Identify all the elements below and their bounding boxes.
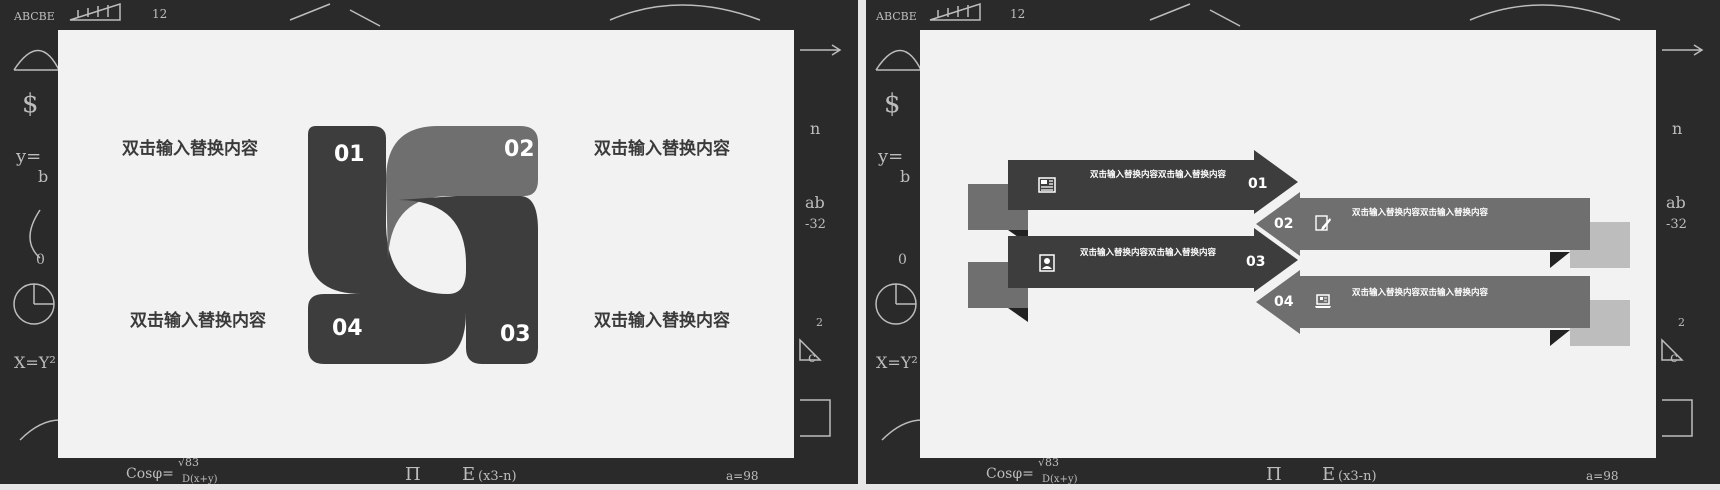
- svg-text:a=98: a=98: [726, 469, 758, 483]
- svg-text:-32: -32: [805, 217, 826, 232]
- slide-2[interactable]: ABCBE 12 $ y= b X=Y² Cosφ= √83 D(x+y) Π …: [866, 0, 1720, 484]
- number-03: 03: [500, 322, 531, 347]
- svg-text:ab: ab: [805, 193, 825, 212]
- svg-text:a=98: a=98: [1586, 469, 1618, 483]
- svg-text:12: 12: [1010, 7, 1025, 21]
- arrow-02-fold: [1550, 252, 1570, 268]
- content-panel: 01 02 03 04 双击输入替换内容 双击输入替换内容 双击输入替换内容 双…: [58, 30, 794, 458]
- number-04: 04: [332, 316, 363, 341]
- arrow-04-fold: [1550, 330, 1570, 346]
- svg-text:c: c: [808, 350, 816, 366]
- arrow-04[interactable]: [1256, 270, 1590, 334]
- svg-text:(x3-n): (x3-n): [478, 469, 517, 484]
- content-panel: 双击输入替换内容双击输入替换内容 01 02 双击输入替换内容双击输入替换内容 …: [920, 30, 1656, 458]
- chalkboard-background: ABCBE 12 $ y= b X=Y² Cosφ= √83 D(x+y) Π …: [875, 2, 1704, 484]
- svg-text:12: 12: [152, 7, 167, 21]
- portrait-icon: [1038, 254, 1056, 272]
- step-01-number: 01: [1248, 176, 1268, 192]
- svg-text:E: E: [1322, 464, 1335, 484]
- four-piece-swirl: [308, 126, 538, 364]
- piece-02[interactable]: [386, 126, 538, 260]
- label-top-right[interactable]: 双击输入替换内容: [594, 139, 730, 159]
- svg-text:0: 0: [898, 252, 907, 268]
- svg-text:0: 0: [36, 252, 45, 268]
- slide-1[interactable]: ABCBE 12 $ y= b X=Y² Cosφ= √83 D(x+y) Π …: [0, 0, 858, 484]
- arrow-process-diagram: [968, 150, 1630, 346]
- piece-04[interactable]: [308, 270, 466, 364]
- label-bottom-right[interactable]: 双击输入替换内容: [594, 311, 730, 331]
- svg-text:$: $: [22, 89, 39, 119]
- number-01: 01: [334, 142, 365, 167]
- svg-text:√83: √83: [178, 456, 199, 469]
- number-02: 02: [504, 137, 535, 162]
- svg-text:n: n: [1672, 119, 1682, 138]
- step-02-number: 02: [1274, 216, 1294, 232]
- svg-text:c: c: [1670, 350, 1678, 366]
- arrow-03-fold: [1008, 308, 1028, 322]
- laptop-icon: [1314, 292, 1332, 310]
- svg-text:X=Y²: X=Y²: [14, 353, 56, 372]
- svg-text:-32: -32: [1666, 217, 1687, 232]
- svg-text:2: 2: [816, 316, 823, 329]
- newspaper-icon: [1038, 176, 1056, 194]
- svg-text:√83: √83: [1038, 456, 1059, 469]
- svg-text:Cosφ=: Cosφ=: [126, 466, 174, 482]
- svg-text:b: b: [900, 167, 910, 186]
- edit-icon: [1314, 214, 1332, 232]
- step-04-text[interactable]: 双击输入替换内容双击输入替换内容: [1352, 288, 1489, 298]
- label-bottom-left[interactable]: 双击输入替换内容: [130, 311, 266, 331]
- chalkboard-background: ABCBE 12 $ y= b X=Y² Cosφ= √83 D(x+y) Π …: [13, 2, 842, 484]
- step-01-text[interactable]: 双击输入替换内容双击输入替换内容: [1090, 170, 1227, 180]
- step-02-text[interactable]: 双击输入替换内容双击输入替换内容: [1352, 208, 1489, 218]
- svg-text:n: n: [810, 119, 820, 138]
- arrow-02[interactable]: [1256, 192, 1590, 256]
- svg-text:ab: ab: [1666, 193, 1686, 212]
- arrow-01[interactable]: [1008, 150, 1298, 214]
- arrow-03[interactable]: [1008, 228, 1298, 292]
- svg-text:2: 2: [1678, 316, 1685, 329]
- svg-text:ABCBE: ABCBE: [13, 10, 55, 23]
- step-04-number: 04: [1274, 294, 1294, 310]
- svg-text:(x3-n): (x3-n): [1338, 469, 1377, 484]
- svg-text:D(x+y): D(x+y): [182, 474, 218, 484]
- label-top-left[interactable]: 双击输入替换内容: [122, 139, 258, 159]
- svg-text:y=: y=: [877, 146, 903, 167]
- svg-text:X=Y²: X=Y²: [876, 353, 918, 372]
- svg-text:y=: y=: [15, 146, 41, 167]
- svg-text:Π: Π: [405, 464, 421, 484]
- svg-text:E: E: [462, 464, 475, 484]
- step-03-text[interactable]: 双击输入替换内容双击输入替换内容: [1080, 248, 1217, 258]
- step-03-number: 03: [1246, 254, 1266, 270]
- svg-text:b: b: [38, 167, 48, 186]
- piece-01[interactable]: [308, 126, 448, 294]
- svg-text:Cosφ=: Cosφ=: [986, 466, 1034, 482]
- svg-text:Π: Π: [1266, 464, 1282, 484]
- svg-text:D(x+y): D(x+y): [1042, 474, 1078, 484]
- svg-text:$: $: [884, 89, 901, 119]
- piece-03[interactable]: [398, 196, 538, 364]
- svg-text:ABCBE: ABCBE: [875, 10, 917, 23]
